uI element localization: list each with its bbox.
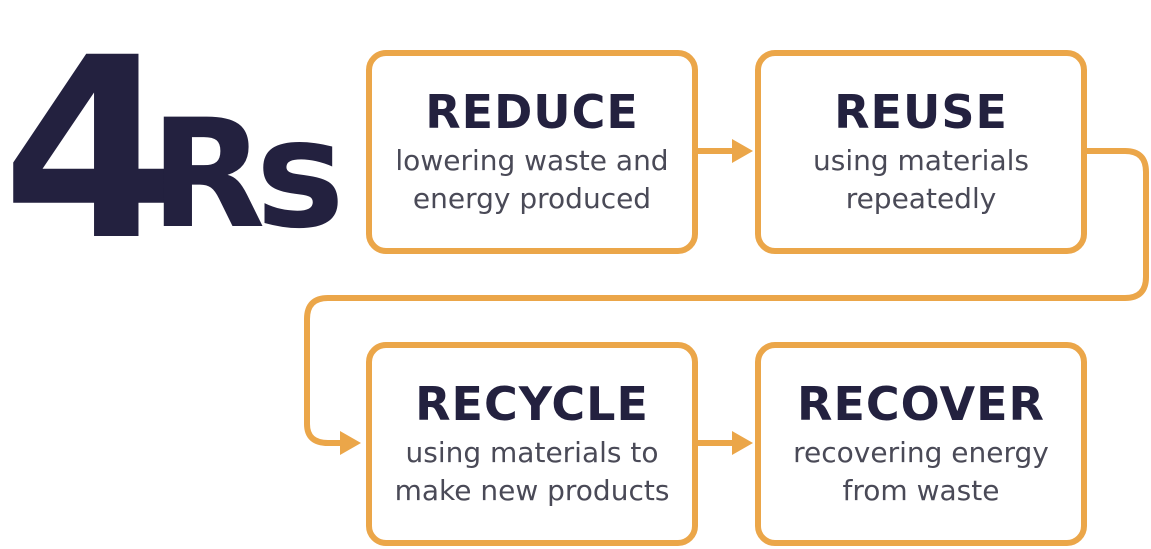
step-description-reduce: lowering waste and energy produced	[395, 144, 669, 215]
step-title-reuse: REUSE	[834, 85, 1008, 139]
step-box-recover: RECOVER recovering energy from waste	[755, 342, 1087, 546]
step-title-reduce: REDUCE	[425, 85, 639, 139]
arrow-reuse-to-recycle	[304, 148, 1149, 455]
step-box-reuse: REUSE using materials repeatedly	[755, 50, 1087, 254]
step-box-reduce: REDUCE lowering waste and energy produce…	[366, 50, 698, 254]
step-description-reuse: using materials repeatedly	[813, 144, 1029, 215]
step-title-recycle: RECYCLE	[415, 377, 649, 431]
arrow-recycle-to-recover	[698, 431, 753, 455]
heading-letters: Rs	[150, 88, 345, 262]
step-description-recover: recovering energy from waste	[793, 436, 1049, 507]
heading-number: 4	[2, 4, 176, 295]
diagram-heading: 4 Rs	[2, 4, 345, 295]
step-description-recycle: using materials to make new products	[394, 436, 670, 507]
step-title-recover: RECOVER	[797, 377, 1045, 431]
step-box-recycle: RECYCLE using materials to make new prod…	[366, 342, 698, 546]
arrow-reduce-to-reuse	[698, 139, 753, 163]
